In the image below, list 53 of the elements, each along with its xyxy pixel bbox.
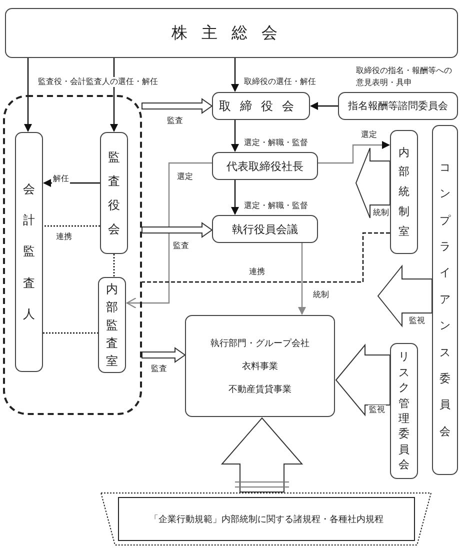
block-arrow — [377, 264, 432, 328]
edge-label: 統制 — [312, 290, 330, 300]
arrow — [298, 243, 306, 315]
business-units-box: 執行部門・グループ会社 衣料事業 不動産賃貸事業 — [185, 315, 335, 417]
edge-label: 監視 — [368, 405, 386, 415]
regulations-box: 「企業行動規範」内部統制に関する諸規程・各種社内規程 — [118, 497, 415, 541]
committee-box: 指名報酬等諮問委員会 — [338, 92, 458, 120]
stock-meeting-box: 株主総会 — [5, 8, 458, 58]
arrow — [126, 162, 212, 309]
arrow — [231, 120, 239, 152]
block-arrow — [142, 347, 186, 363]
edge-label: 統制 — [372, 208, 390, 218]
regulations-frame — [100, 492, 432, 546]
block-arrow — [355, 148, 390, 218]
edge-label: 連携 — [55, 232, 73, 242]
edge-label: 選定・解職・監督 — [243, 201, 309, 211]
edge-label: 監査役・会計監査人の選任・解任 — [37, 77, 159, 87]
connector-line — [142, 232, 390, 283]
board-box: 取締役会 — [212, 92, 310, 120]
compliance-committee-box: コンプライアンス委員会 — [432, 125, 458, 475]
president-box: 代表取締役社長 — [212, 152, 318, 180]
block-arrow — [142, 222, 213, 238]
executive-meeting-box: 執行役員会議 — [212, 215, 318, 243]
edge-label: 解任 — [52, 174, 70, 184]
connector-line — [43, 225, 100, 227]
arrow — [110, 58, 118, 132]
block-arrow — [142, 98, 213, 114]
internal-control-box: 内部統制室 — [390, 130, 418, 254]
arrow — [231, 180, 239, 215]
risk-committee-box: リスク管理委員会 — [390, 343, 418, 479]
edge-label: 監査 — [172, 241, 190, 251]
arrow — [318, 141, 390, 164]
arrow — [310, 102, 338, 110]
block-arrow — [220, 417, 304, 492]
edge-label: 連携 — [248, 267, 266, 277]
edge-label: 監査 — [166, 116, 184, 126]
edge-label: 取締役の選任・解任 — [243, 77, 317, 87]
edge-label: 監査 — [150, 364, 168, 374]
connector-line — [113, 254, 115, 277]
auditor-box: 会計監査人 — [15, 132, 43, 372]
edge-label: 監視 — [408, 316, 426, 326]
arrow — [43, 179, 100, 187]
edge-label: 選定 — [360, 130, 378, 140]
arrow — [231, 58, 239, 92]
edge-label: 選定・解職・監督 — [243, 138, 309, 148]
connector-line — [43, 332, 98, 334]
block-arrow — [335, 344, 390, 416]
internal-audit-box: 内部監査室 — [98, 277, 126, 373]
arrow — [24, 58, 32, 132]
audit-board-box: 監査役会 — [100, 132, 128, 254]
edge-label: 選定 — [176, 172, 194, 182]
auditor-group-frame — [3, 95, 142, 415]
note-text: 取締役の指名・報酬等への意見表明・具申 — [356, 65, 453, 89]
